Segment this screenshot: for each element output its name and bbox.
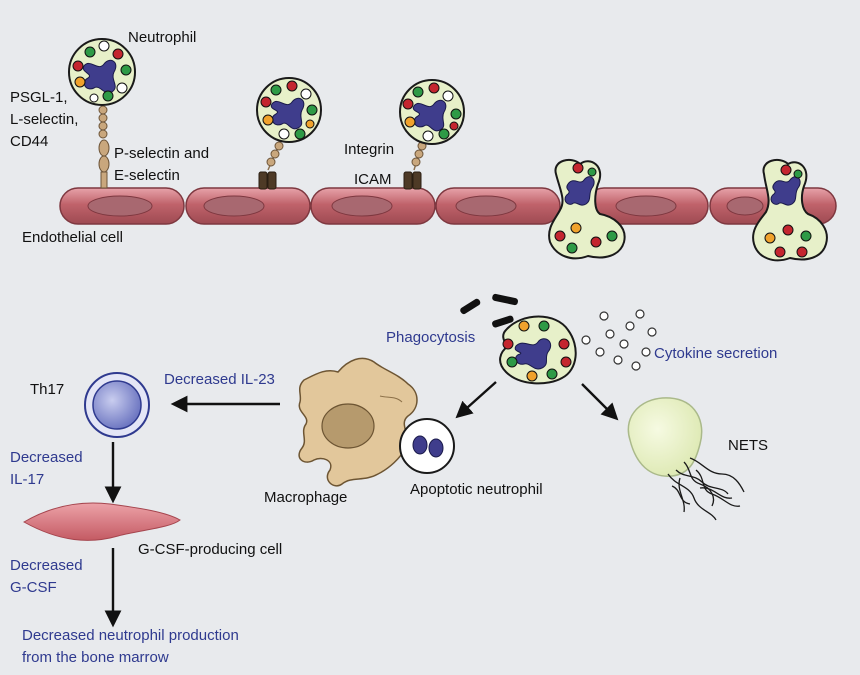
lobed-nucleus (412, 99, 447, 132)
dna-strands (667, 457, 745, 521)
label-neutrophil: Neutrophil (128, 29, 197, 46)
arrows (104, 381, 619, 628)
neutrophil-activated (499, 315, 577, 385)
label-cytokine-secretion: Cytokine secretion (654, 345, 778, 362)
apoptotic-neutrophil (399, 418, 455, 474)
th17-cell (84, 372, 150, 438)
selectin-receptor (267, 171, 277, 190)
label-endothelial-cell: Endothelial cell (22, 229, 123, 246)
label-decreased-gcsf-line1: Decreased (10, 557, 83, 574)
macrophage (298, 357, 418, 487)
label-production-line2: from the bone marrow (22, 649, 169, 666)
th17-nucleus (92, 380, 142, 430)
endothelial-nucleus (203, 195, 265, 217)
label-lselectin: L-selectin, (10, 111, 79, 128)
gcsf-producing-cell (22, 502, 181, 541)
nets-cell (627, 397, 703, 477)
endothelial-nucleus (615, 195, 677, 217)
nets (627, 397, 745, 521)
label-cd44: CD44 (10, 133, 49, 150)
endothelial-nucleus (87, 195, 153, 217)
endothelium (59, 187, 837, 225)
macrophage-nucleus (321, 403, 375, 449)
lobed-nucleus (270, 97, 305, 130)
endothelial-nucleus (331, 195, 393, 217)
label-decreased-il17-line1: Decreased (10, 449, 83, 466)
label-decreased-il17-line2: IL-17 (10, 471, 45, 488)
cytokine-dots (581, 309, 657, 371)
label-pselectin: P-selectin and (114, 145, 210, 162)
icam-receptor (403, 171, 413, 190)
neutrophil-rolling (256, 77, 322, 190)
neutrophil-adhesion (399, 79, 465, 190)
lobed-nucleus (82, 59, 117, 94)
lobed-nucleus (564, 176, 595, 206)
label-decreased-gcsf-line2: G-CSF (10, 579, 57, 596)
label-icam: ICAM (354, 171, 392, 188)
neutrophil-transmigrating (548, 158, 626, 260)
neutrophil-tethering (68, 38, 136, 189)
lobed-nucleus (770, 176, 801, 206)
selectin-ligand (98, 139, 110, 189)
label-phagocytosis: Phagocytosis (386, 329, 476, 346)
arrow-to-nets (581, 383, 619, 421)
psgl1-receptor (98, 105, 108, 139)
neutrophil-transmigrating (752, 158, 828, 262)
label-production-line1: Decreased neutrophil production (22, 627, 239, 644)
lobed-nucleus (514, 338, 552, 370)
arrow-to-apoptosis (455, 381, 497, 419)
endothelial-nucleus (726, 196, 764, 216)
label-gcsf-producing-cell: G-CSF-producing cell (138, 541, 283, 558)
phagocytosed-particles (460, 293, 518, 328)
label-psgl1: PSGL-1, (10, 89, 68, 106)
selectin-receptor (258, 171, 268, 190)
label-integrin: Integrin (344, 141, 395, 158)
label-eselectin: E-selectin (114, 167, 180, 184)
label-decreased-il23: Decreased IL-23 (164, 371, 275, 388)
endothelial-nucleus (455, 195, 517, 217)
label-nets: NETS (728, 437, 769, 454)
label-th17: Th17 (30, 381, 65, 398)
label-macrophage: Macrophage (264, 489, 348, 506)
label-apoptotic-neutrophil: Apoptotic neutrophil (410, 481, 543, 498)
icam-receptor (412, 171, 422, 190)
